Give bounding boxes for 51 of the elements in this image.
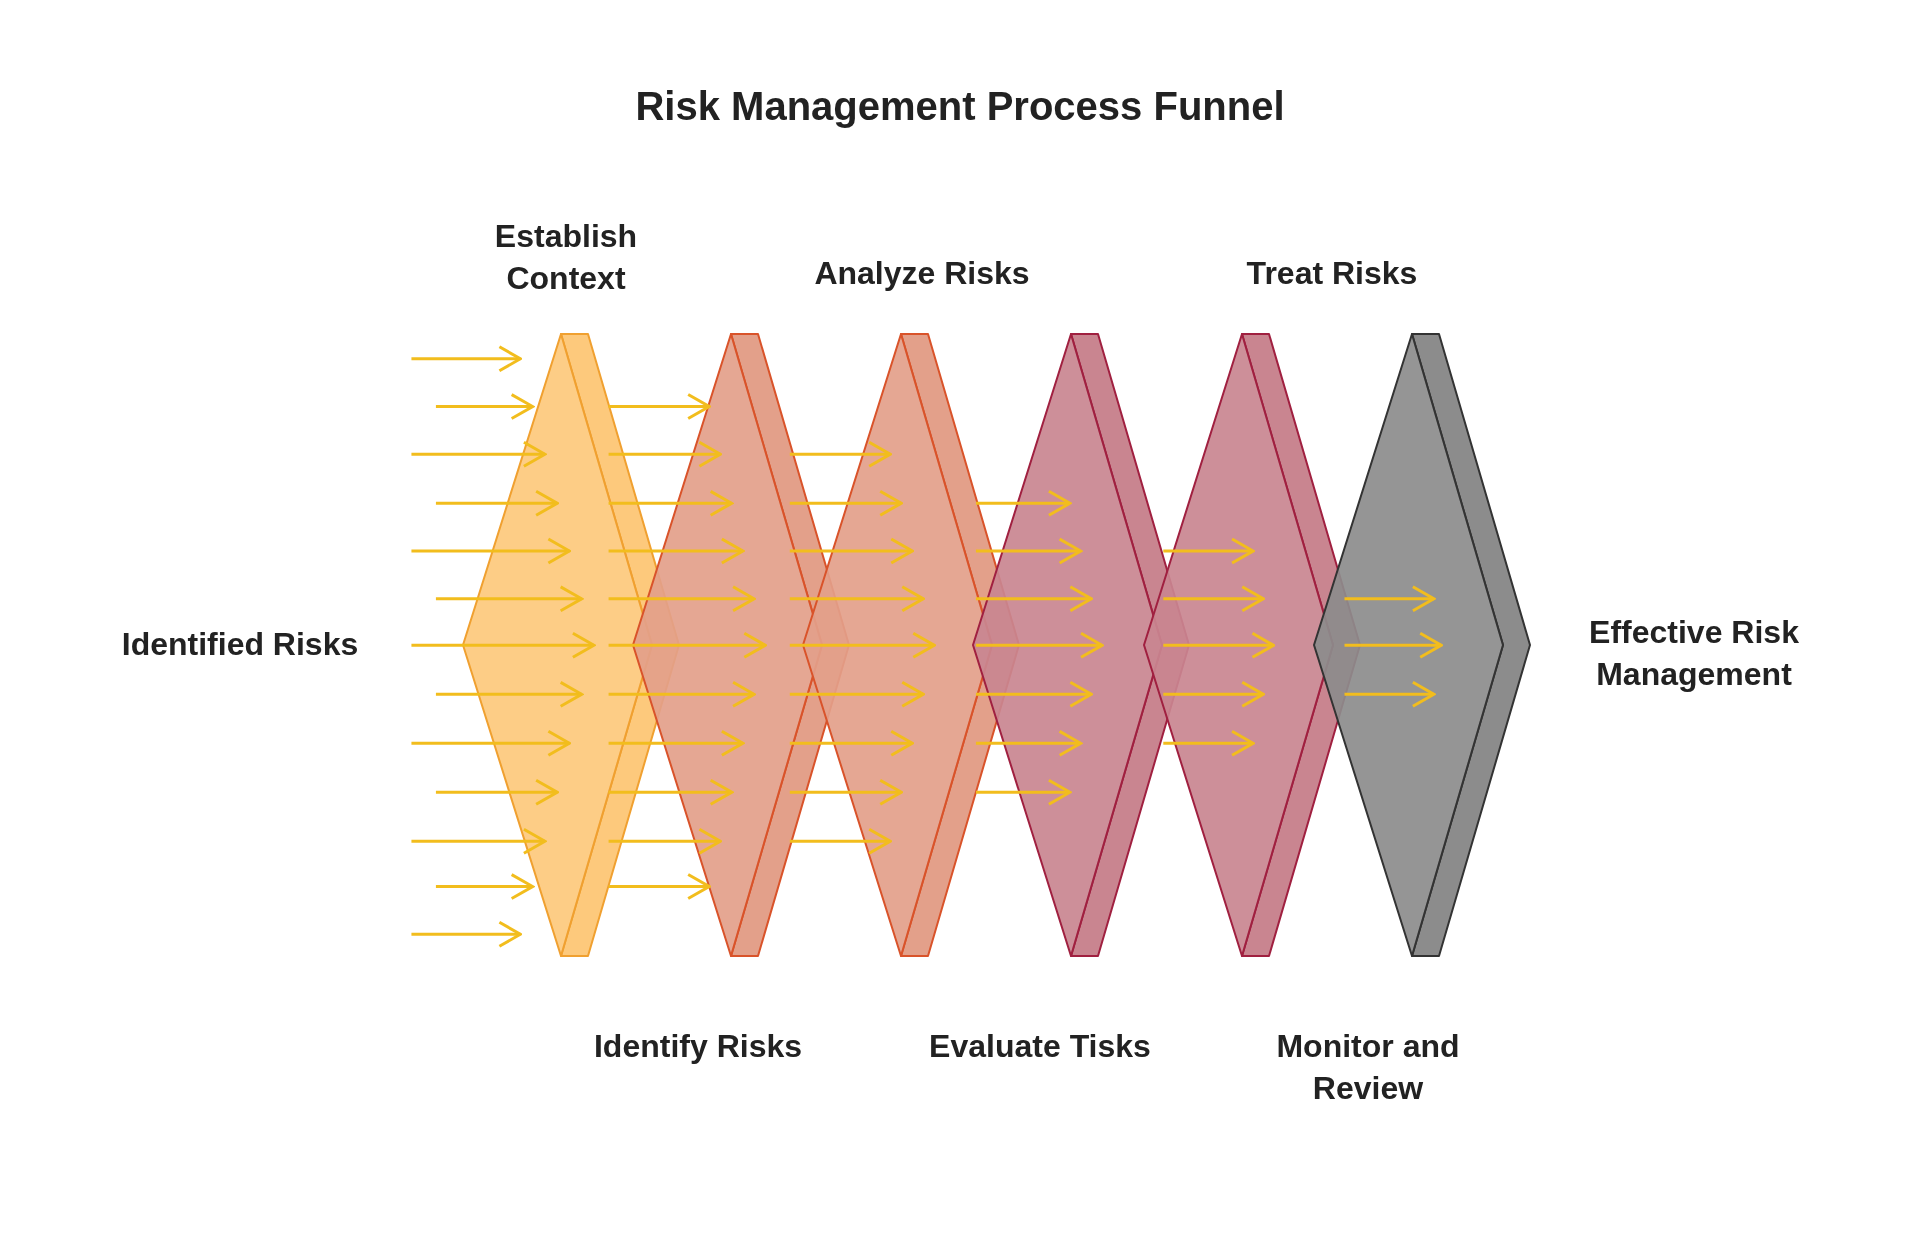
arrow bbox=[608, 440, 722, 468]
arrow bbox=[1163, 631, 1275, 659]
arrow bbox=[789, 489, 903, 517]
step-label: Identify Risks bbox=[592, 1027, 804, 1067]
arrow bbox=[789, 537, 914, 565]
arrow bbox=[411, 440, 547, 468]
flow-text: Effective Risk Management bbox=[1534, 612, 1854, 696]
arrow bbox=[435, 680, 584, 708]
arrow bbox=[608, 680, 756, 708]
step-label: Analyze Risks bbox=[813, 254, 1031, 294]
arrow bbox=[435, 873, 535, 901]
arrow bbox=[789, 680, 925, 708]
arrow bbox=[608, 873, 711, 901]
arrow bbox=[975, 631, 1104, 659]
arrow bbox=[411, 345, 522, 373]
step-label: Evaluate Tisks bbox=[928, 1027, 1152, 1067]
arrow bbox=[1344, 680, 1436, 708]
arrow bbox=[608, 827, 722, 855]
arrow bbox=[435, 489, 559, 517]
arrow bbox=[975, 778, 1072, 806]
arrow bbox=[1344, 631, 1443, 659]
arrow bbox=[789, 631, 936, 659]
arrow bbox=[608, 537, 745, 565]
step-label: Treat Risks bbox=[1245, 254, 1419, 294]
arrow bbox=[1344, 585, 1436, 613]
arrow bbox=[608, 393, 711, 421]
arrow bbox=[435, 778, 559, 806]
arrow bbox=[411, 537, 571, 565]
arrow bbox=[1163, 680, 1265, 708]
arrow bbox=[975, 680, 1093, 708]
arrow bbox=[608, 631, 767, 659]
arrow bbox=[608, 729, 745, 757]
flow-text: Identified Risks bbox=[80, 624, 400, 666]
arrow bbox=[1163, 585, 1265, 613]
arrow bbox=[789, 827, 892, 855]
arrow bbox=[975, 585, 1093, 613]
arrow bbox=[608, 585, 756, 613]
arrow bbox=[1163, 537, 1255, 565]
diagram-title: Risk Management Process Funnel bbox=[634, 84, 1286, 129]
arrow bbox=[411, 729, 571, 757]
arrow bbox=[975, 537, 1083, 565]
arrow bbox=[789, 440, 892, 468]
arrow bbox=[435, 585, 584, 613]
arrow bbox=[411, 920, 522, 948]
arrow bbox=[435, 393, 535, 421]
arrow bbox=[411, 631, 596, 659]
arrow bbox=[789, 778, 903, 806]
step-label: Establish Context bbox=[493, 217, 639, 298]
step-label: Monitor and Review bbox=[1275, 1027, 1461, 1108]
arrow bbox=[411, 827, 547, 855]
arrow bbox=[789, 585, 925, 613]
